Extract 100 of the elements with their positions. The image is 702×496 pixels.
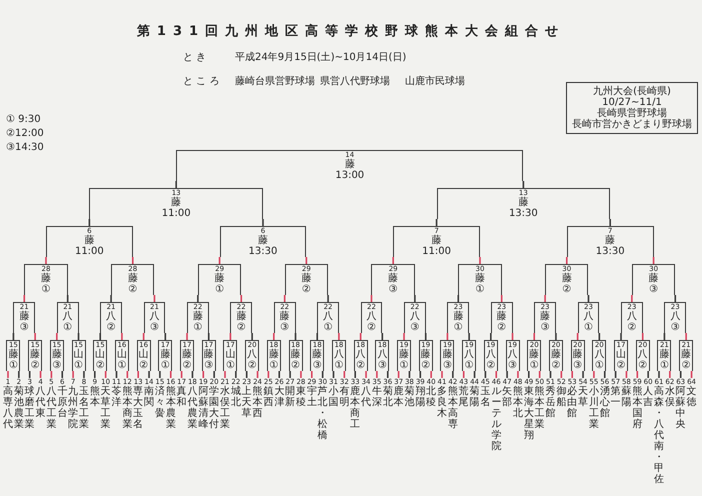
bracket-line [506,371,508,378]
school-name: 鹿本商工 [350,386,360,430]
match-bracket [274,302,296,333]
school-name: 鎮西 [263,386,274,408]
bracket-line [186,333,188,340]
bracket-line [631,295,633,302]
venue-code: 八 [377,349,388,360]
bracket-line [50,371,52,378]
bracket-line [12,333,14,340]
venue-code: 藤 [474,273,485,284]
match-bracket [397,340,412,371]
match-bracket [490,302,512,333]
match-time: ③ [378,360,387,371]
school-name: 荒尾 [458,386,469,408]
match-time: ② [421,360,430,371]
match-bracket [100,302,122,333]
school-name: 阿蘇清峰 [198,386,208,430]
venue-code: 藤 [290,349,301,360]
match-bracket [570,340,585,371]
school-name: 第一 [610,386,621,408]
bracket-line [669,371,671,378]
match-time: ① [454,322,463,333]
school-name: 学園大付 [209,386,220,430]
venue-code: 八 [638,349,648,360]
match-time: ② [182,360,192,371]
school-name: 八代工業 [46,386,56,430]
match-time: ② [302,284,311,295]
match-time: 13:00 [335,170,364,181]
school-name: 水俣工業 [220,386,230,430]
label-text: 平成24年9月15日(土)~10月14日(日) [235,52,406,64]
bracket-line [56,333,58,340]
venue-code: 藤 [19,311,30,322]
match-time: 13:30 [248,246,278,257]
venue-code: 藤 [442,349,452,360]
venue-code: 藤 [648,273,659,284]
venue-code: 山 [616,349,626,360]
match-bracket [440,340,454,371]
bracket-line [251,333,253,340]
school-name: 開新 [285,386,296,408]
school-name: 真和 [176,386,187,408]
venue-code: 藤 [605,235,616,246]
school-name: 矢部 [502,386,512,408]
bracket-line [322,371,324,378]
match-time: ② [486,360,496,371]
bracket-line [626,371,628,378]
venue-code: 藤 [420,349,431,360]
match-bracket [664,302,686,333]
bracket-line [609,219,611,226]
match-bracket [404,302,426,333]
school-name: 小川工業 [588,386,599,430]
match-time: 11:00 [422,246,451,257]
match-bracket [50,340,64,371]
bracket-line [642,333,644,340]
school-name: 東海大星翔 [524,386,534,441]
bracket-line [398,371,400,378]
venue-code: 藤 [214,273,225,284]
label-text: 藤崎台県営野球場 [235,76,315,88]
school-name: 高専八代 [3,386,13,430]
label-text: 県営八代野球場 [320,76,390,88]
match-time: ③ [508,360,517,371]
match-bracket [545,264,588,295]
bracket-line [414,295,416,302]
match-bracket [632,264,676,295]
bracket-line [490,333,492,340]
school-name: 菊北 [382,386,393,408]
school-name: 熊本商業 [122,386,132,430]
bracket-line [110,295,112,302]
match-time: ③ [204,360,214,371]
match-time: ③ [442,360,452,371]
bracket-line [680,371,682,378]
bracket-line [34,333,36,340]
bracket-line [614,371,616,378]
venue-code: 山 [95,349,106,360]
bracket-line [99,333,102,340]
school-name: 人吉 [643,386,654,408]
bracket-line [289,371,291,378]
bracket-line [430,371,432,378]
venue-code: 藤 [40,273,51,284]
bracket-line [474,371,476,378]
info-text: 長崎県営野球場 [597,108,667,119]
venue-code: 藤 [562,273,572,284]
bracket-line [154,295,156,302]
match-time: ① [464,360,474,371]
bracket-line [365,371,367,378]
bracket-line [674,295,676,302]
school-name: 熊本国府 [632,386,642,430]
venue-code: 藤 [192,311,203,322]
bracket-line [142,333,144,340]
bracket-line [576,333,578,340]
match-bracket [223,340,238,371]
venue-code: 八 [106,311,116,322]
bracket-line [538,371,540,378]
match-time: ② [356,360,366,371]
bracket-line [88,219,90,226]
bracket-line [588,295,590,302]
bracket-line [94,371,96,378]
venue-code: 藤 [540,311,550,322]
bracket-line [61,371,64,378]
bracket-line [664,333,666,340]
match-bracket [375,340,390,371]
